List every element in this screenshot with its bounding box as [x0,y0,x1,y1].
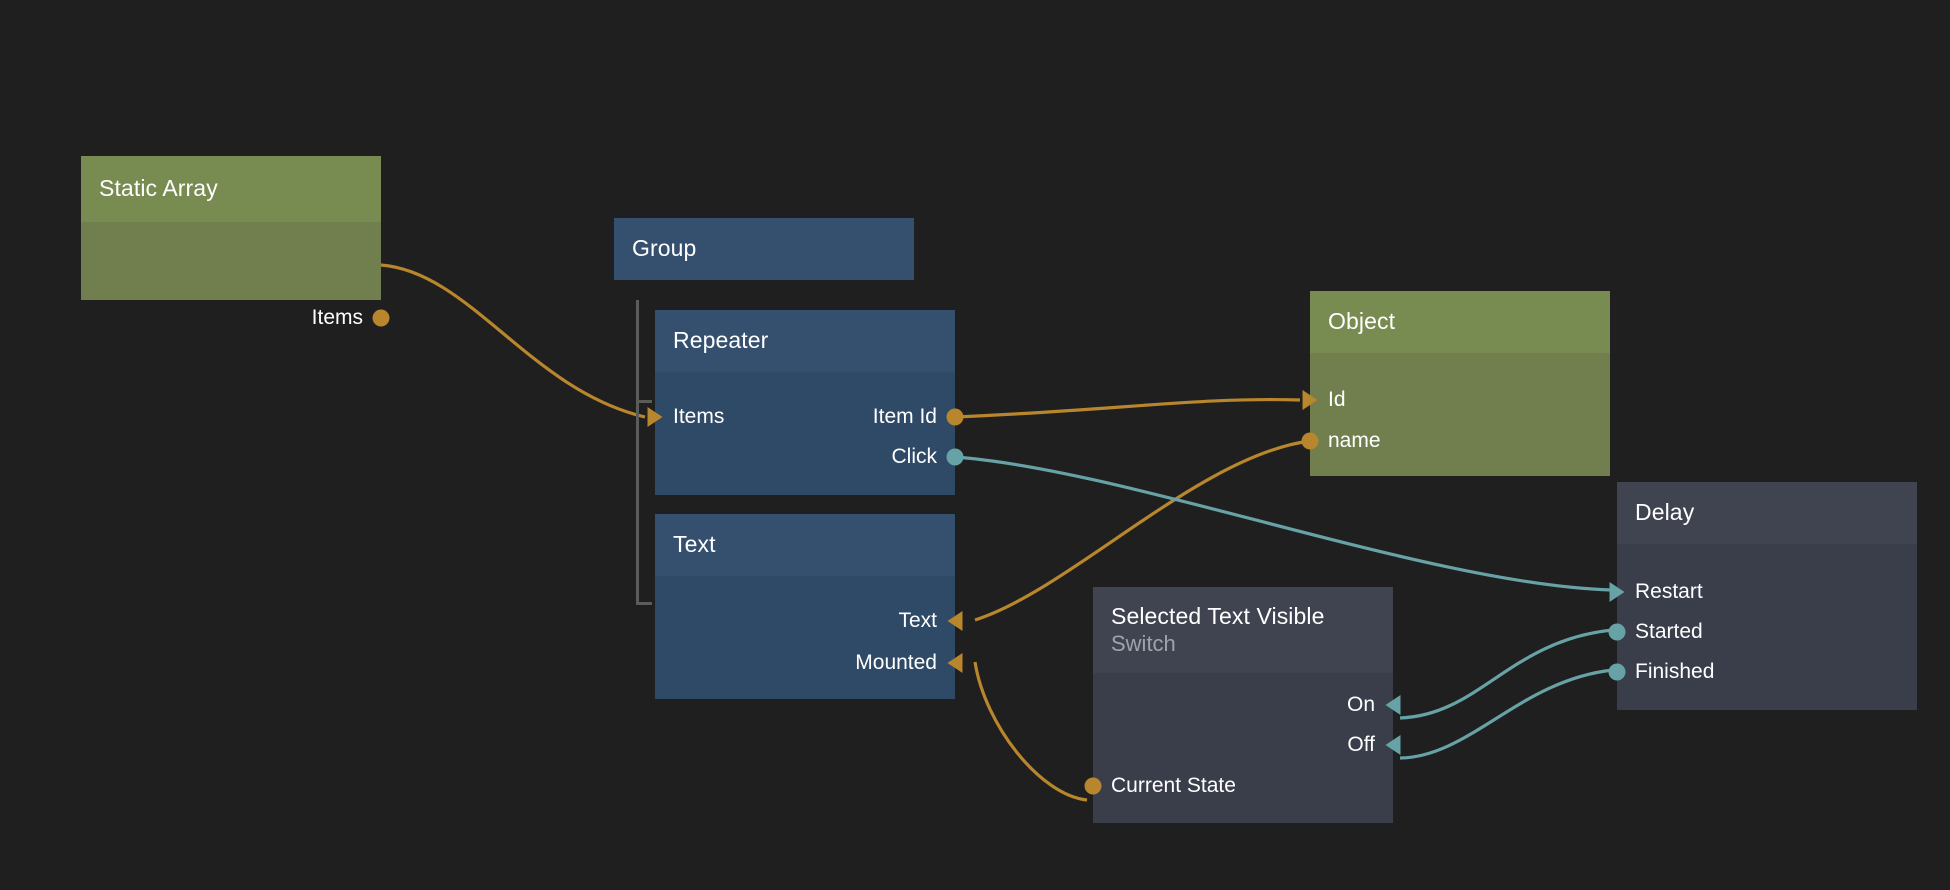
port-repeater-click-label: Click [891,445,938,468]
output-dot-icon [946,408,964,426]
node-repeater-header[interactable]: Repeater [655,310,955,372]
edge-click-to-delay-restart [954,455,1613,592]
port-delay-restart-label: Restart [1635,580,1703,603]
port-object-name-label: name [1328,429,1381,452]
port-text-mounted-label: Mounted [855,651,937,674]
input-arrow-icon [1385,695,1401,715]
node-group-header[interactable]: Group [614,218,914,280]
port-text-text[interactable]: Text [898,608,937,634]
port-text-mounted[interactable]: Mounted [855,650,937,676]
node-selected-text-visible-subtitle: Switch [1111,630,1176,656]
node-selected-text-visible-body: On Off Current State [1084,673,1401,823]
node-selected-text-visible-title: Selected Text Visible [1111,603,1325,630]
node-text-body: Text Mounted [655,576,963,699]
group-bracket-tick-bottom [636,602,652,605]
node-repeater[interactable]: Repeater Items Item Id Click [647,310,964,495]
input-arrow-icon [1609,582,1625,602]
port-static-array-items-label: Items [311,306,363,329]
output-dot-icon [946,448,964,466]
node-object-body: Id name [1301,353,1610,476]
node-static-array-body: Items [81,222,390,329]
port-delay-finished[interactable]: Finished [1635,659,1714,685]
port-repeater-click[interactable]: Click [892,444,938,470]
node-delay-title: Delay [1635,499,1695,526]
port-text-text-label: Text [898,609,937,632]
edge-started-to-switch-on [1399,628,1614,720]
output-dot-icon [372,309,390,327]
port-switch-current-state-label: Current State [1111,774,1236,797]
node-text-header[interactable]: Text [655,514,955,576]
port-switch-on-label: On [1346,693,1375,716]
edge-currentstate-to-text-mounted [973,661,1088,802]
group-bracket-line [636,300,639,605]
node-static-array[interactable]: Static Array Items [81,156,390,329]
port-delay-started-label: Started [1635,620,1703,643]
node-group[interactable]: Group [614,218,914,280]
port-repeater-item-id-label: Item Id [872,405,937,428]
port-delay-finished-label: Finished [1635,660,1715,683]
port-object-id-label: Id [1328,388,1346,411]
port-static-array-items[interactable]: Items [312,305,363,331]
node-object[interactable]: Object Id name [1301,291,1610,476]
node-repeater-body: Items Item Id Click [647,372,964,495]
node-delay[interactable]: Delay Restart Started Finished [1608,482,1917,710]
port-object-name[interactable]: name [1328,428,1381,454]
input-arrow-icon [947,611,963,631]
node-group-title: Group [632,235,697,262]
edge-items-to-repeater-items [380,263,646,419]
edge-finished-to-switch-off [1399,668,1614,760]
port-switch-on[interactable]: On [1347,692,1375,718]
output-dot-icon [1608,623,1626,641]
node-text[interactable]: Text Text Mounted [655,514,963,699]
group-bracket-tick-top [636,400,652,403]
input-arrow-icon [1302,390,1318,410]
output-dot-icon [1084,777,1102,795]
node-static-array-title: Static Array [99,175,218,202]
port-repeater-items-label: Items [673,405,725,428]
node-selected-text-visible-header[interactable]: Selected Text Visible Switch [1093,587,1393,673]
port-switch-off[interactable]: Off [1347,732,1375,758]
edge-itemid-to-object-id [954,397,1301,419]
port-repeater-item-id[interactable]: Item Id [873,404,937,430]
node-text-title: Text [673,531,716,558]
port-delay-started[interactable]: Started [1635,619,1703,645]
output-dot-icon [1608,663,1626,681]
port-object-id[interactable]: Id [1328,387,1346,413]
input-arrow-icon [647,407,663,427]
node-delay-header[interactable]: Delay [1617,482,1917,544]
port-switch-current-state[interactable]: Current State [1111,773,1236,799]
output-dot-icon [1301,432,1319,450]
port-switch-off-label: Off [1347,733,1375,756]
node-selected-text-visible[interactable]: Selected Text Visible Switch On Off Curr… [1084,587,1401,823]
node-delay-body: Restart Started Finished [1608,544,1917,710]
node-repeater-title: Repeater [673,327,769,354]
node-object-title: Object [1328,308,1396,335]
port-repeater-items[interactable]: Items [673,404,724,430]
node-static-array-header[interactable]: Static Array [81,156,381,222]
node-object-header[interactable]: Object [1310,291,1610,353]
input-arrow-icon [947,653,963,673]
port-delay-restart[interactable]: Restart [1635,579,1703,605]
input-arrow-icon [1385,735,1401,755]
